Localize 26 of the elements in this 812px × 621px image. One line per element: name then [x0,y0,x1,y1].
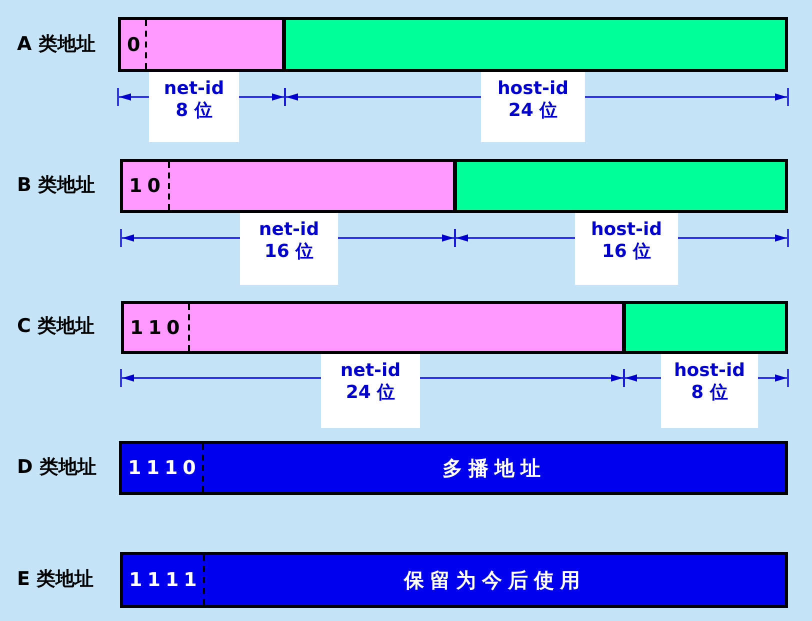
class-bits: 1111 [123,555,205,605]
row-label: A 类地址 [17,32,96,57]
row-label: C 类地址 [17,314,95,339]
row-label: D 类地址 [17,455,96,480]
host-id-field [623,301,788,354]
net-id-field [120,159,456,213]
multicast-address-bar [119,441,788,495]
dimension-label: net-id 24 位 [321,354,420,428]
row-label: B 类地址 [17,173,96,198]
host-id-field [283,17,788,72]
dimension-label: host-id 8 位 [661,354,758,428]
net-id-field [118,17,285,72]
class-bits: 110 [124,304,190,351]
reserved-address-bar [120,552,788,608]
class-bits: 1110 [122,444,204,492]
dimension-label: host-id 16 位 [575,213,678,285]
host-id-field [454,159,788,213]
row-label: E 类地址 [17,567,94,592]
class-bits: 0 [121,20,147,69]
address-purpose-text: 多播地址 [442,454,548,482]
class-bits: 10 [123,162,170,210]
address-purpose-text: 保留为今后使用 [402,566,587,594]
dimension-label: net-id 16 位 [240,213,338,285]
dimension-label: host-id 24 位 [481,72,585,142]
net-id-field [121,301,625,354]
dimension-label: net-id 8 位 [149,72,239,142]
